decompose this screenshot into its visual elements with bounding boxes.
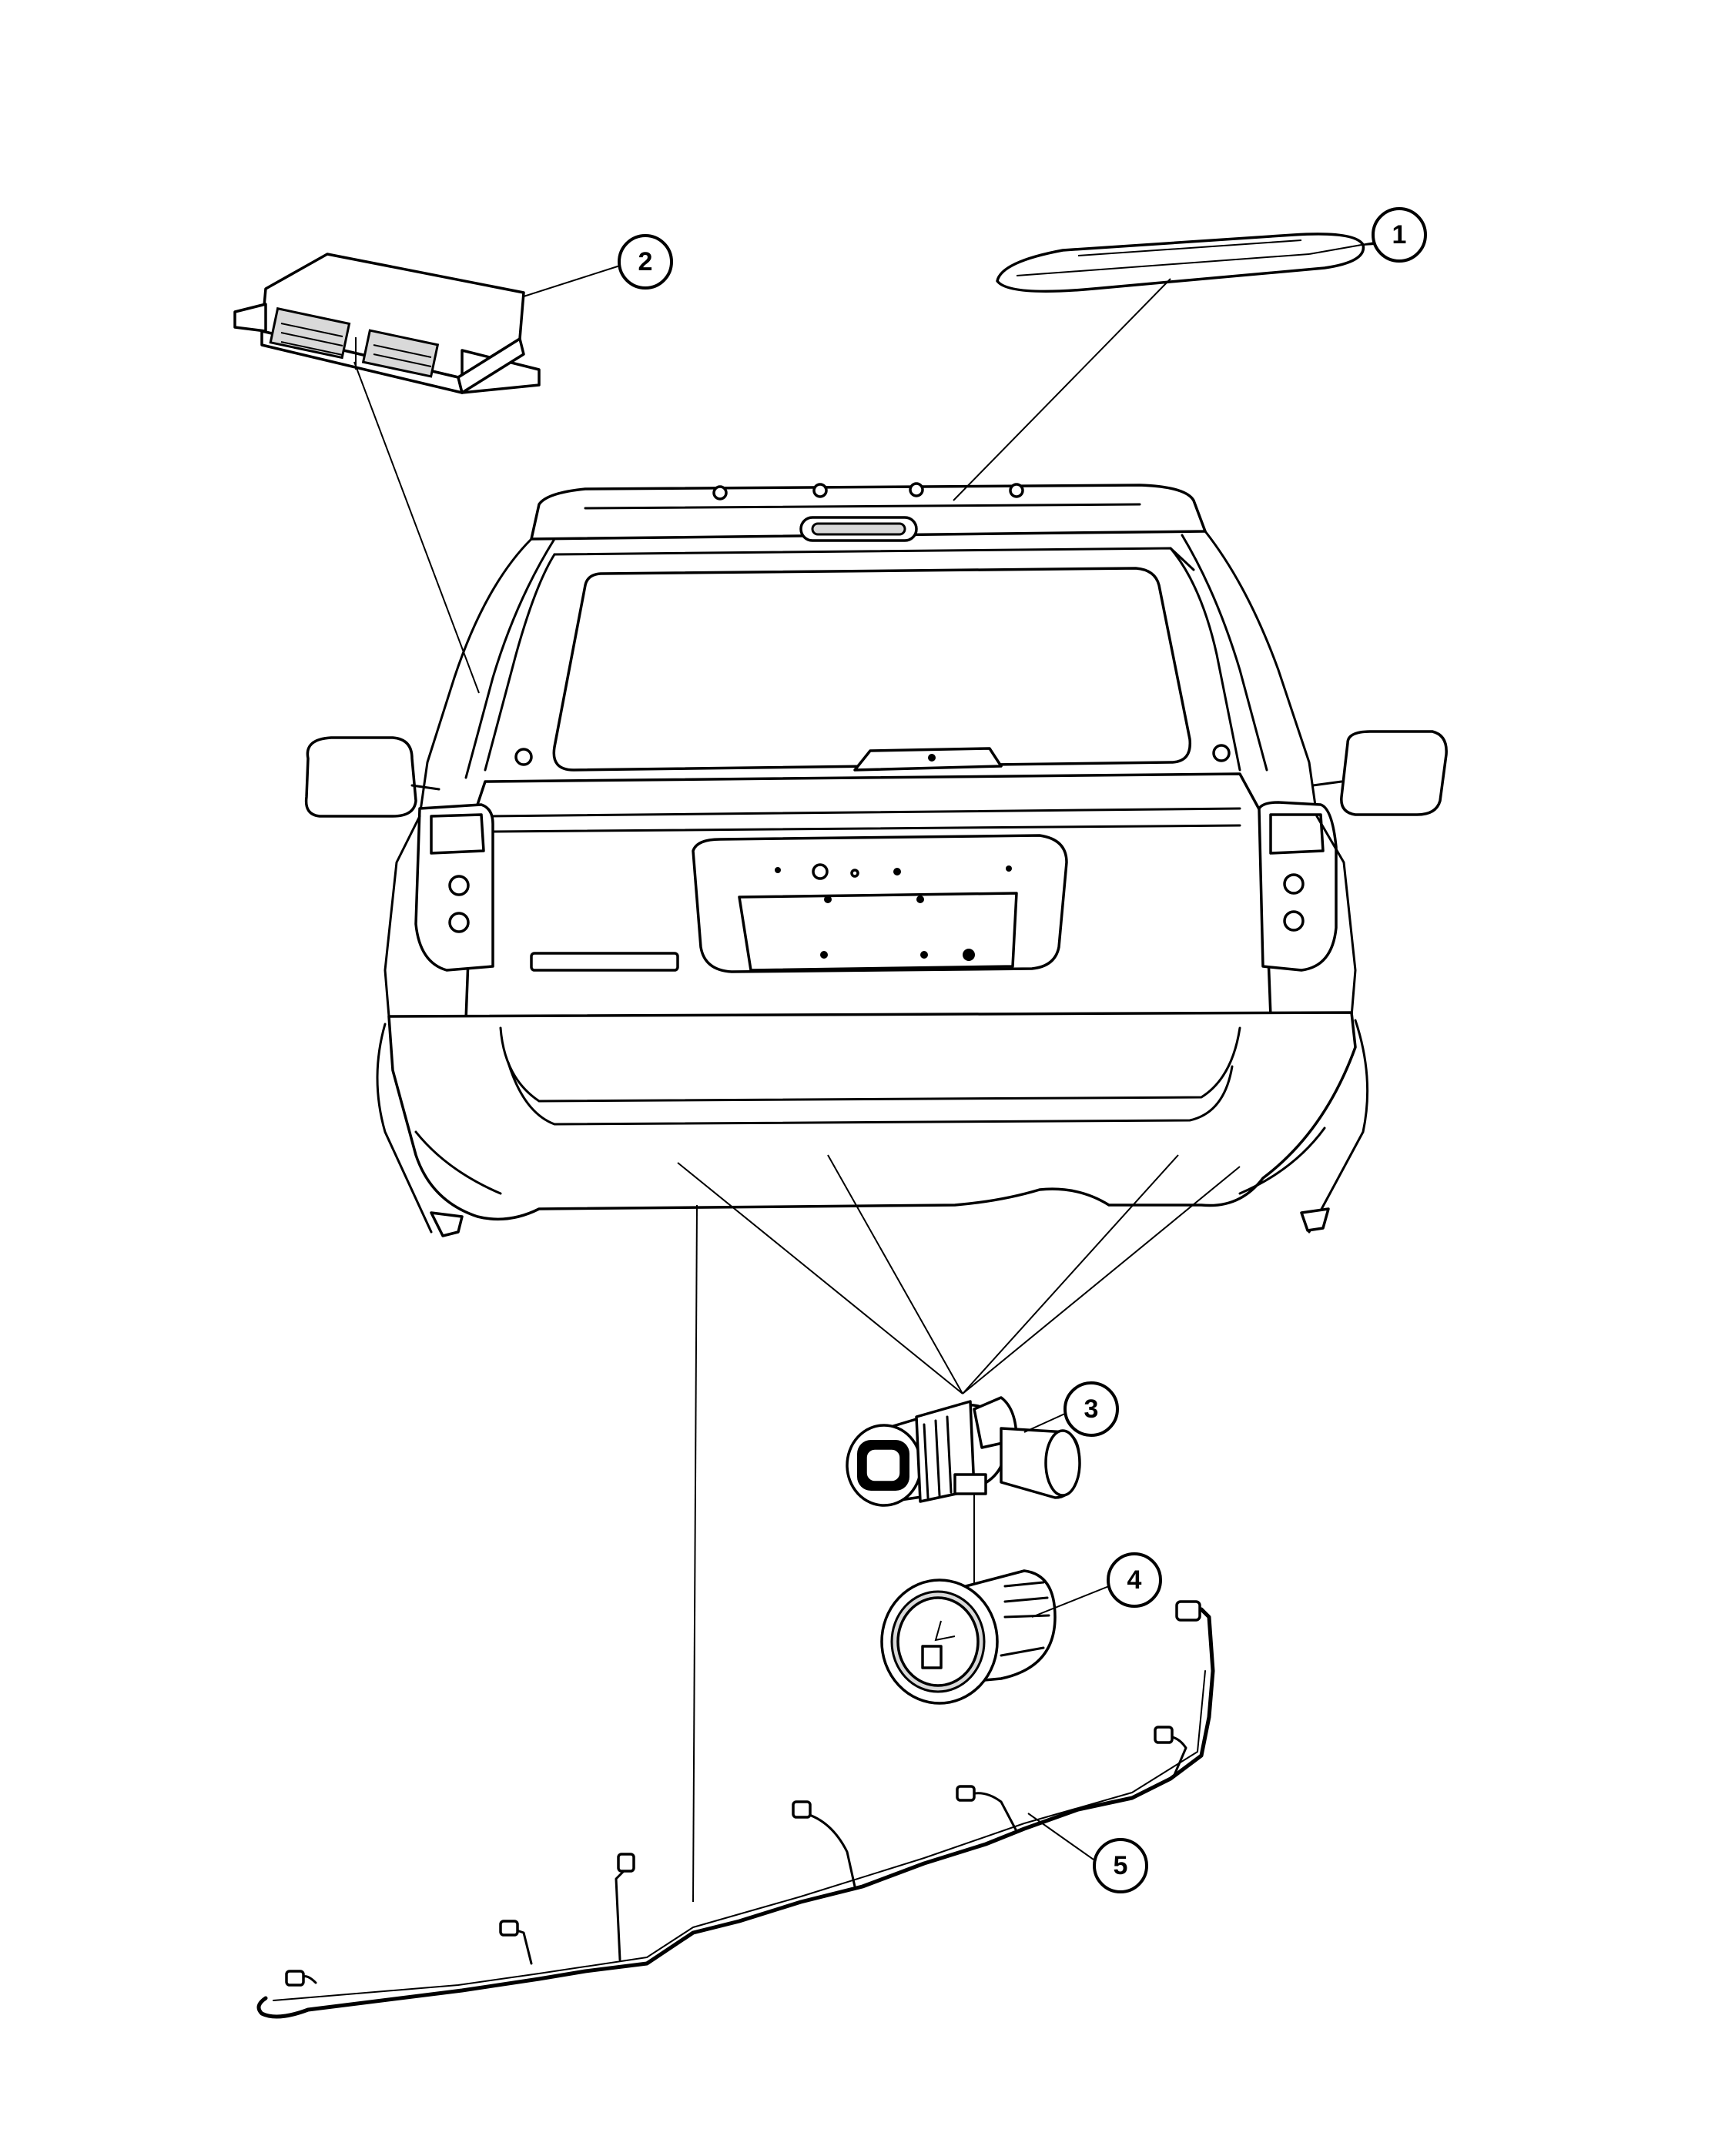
callout-1: 1 xyxy=(1308,207,1427,263)
callout-3-label: 3 xyxy=(1084,1394,1099,1424)
leader-line-part-1 xyxy=(953,278,1171,501)
callout-2: 2 xyxy=(523,234,673,297)
third-brake-light-part xyxy=(996,233,1365,293)
callout-2-label: 2 xyxy=(638,247,653,276)
callout-5: 5 xyxy=(1027,1813,1148,1893)
park-assist-sensor-part xyxy=(846,1396,1081,1507)
sensor-bezel-part xyxy=(880,1569,1057,1705)
vehicle-rear-view xyxy=(304,482,1448,1237)
park-assist-module-part xyxy=(233,253,541,394)
wiring-harness-part xyxy=(256,1600,1215,2019)
sensor-leader-lines xyxy=(677,1154,1241,1903)
callout-5-label: 5 xyxy=(1114,1851,1128,1880)
callout-3: 3 xyxy=(1023,1381,1119,1437)
callout-1-label: 1 xyxy=(1392,220,1407,249)
callout-4: 4 xyxy=(1031,1552,1162,1618)
leader-line-part-2 xyxy=(353,361,480,694)
callout-4-label: 4 xyxy=(1127,1565,1142,1595)
